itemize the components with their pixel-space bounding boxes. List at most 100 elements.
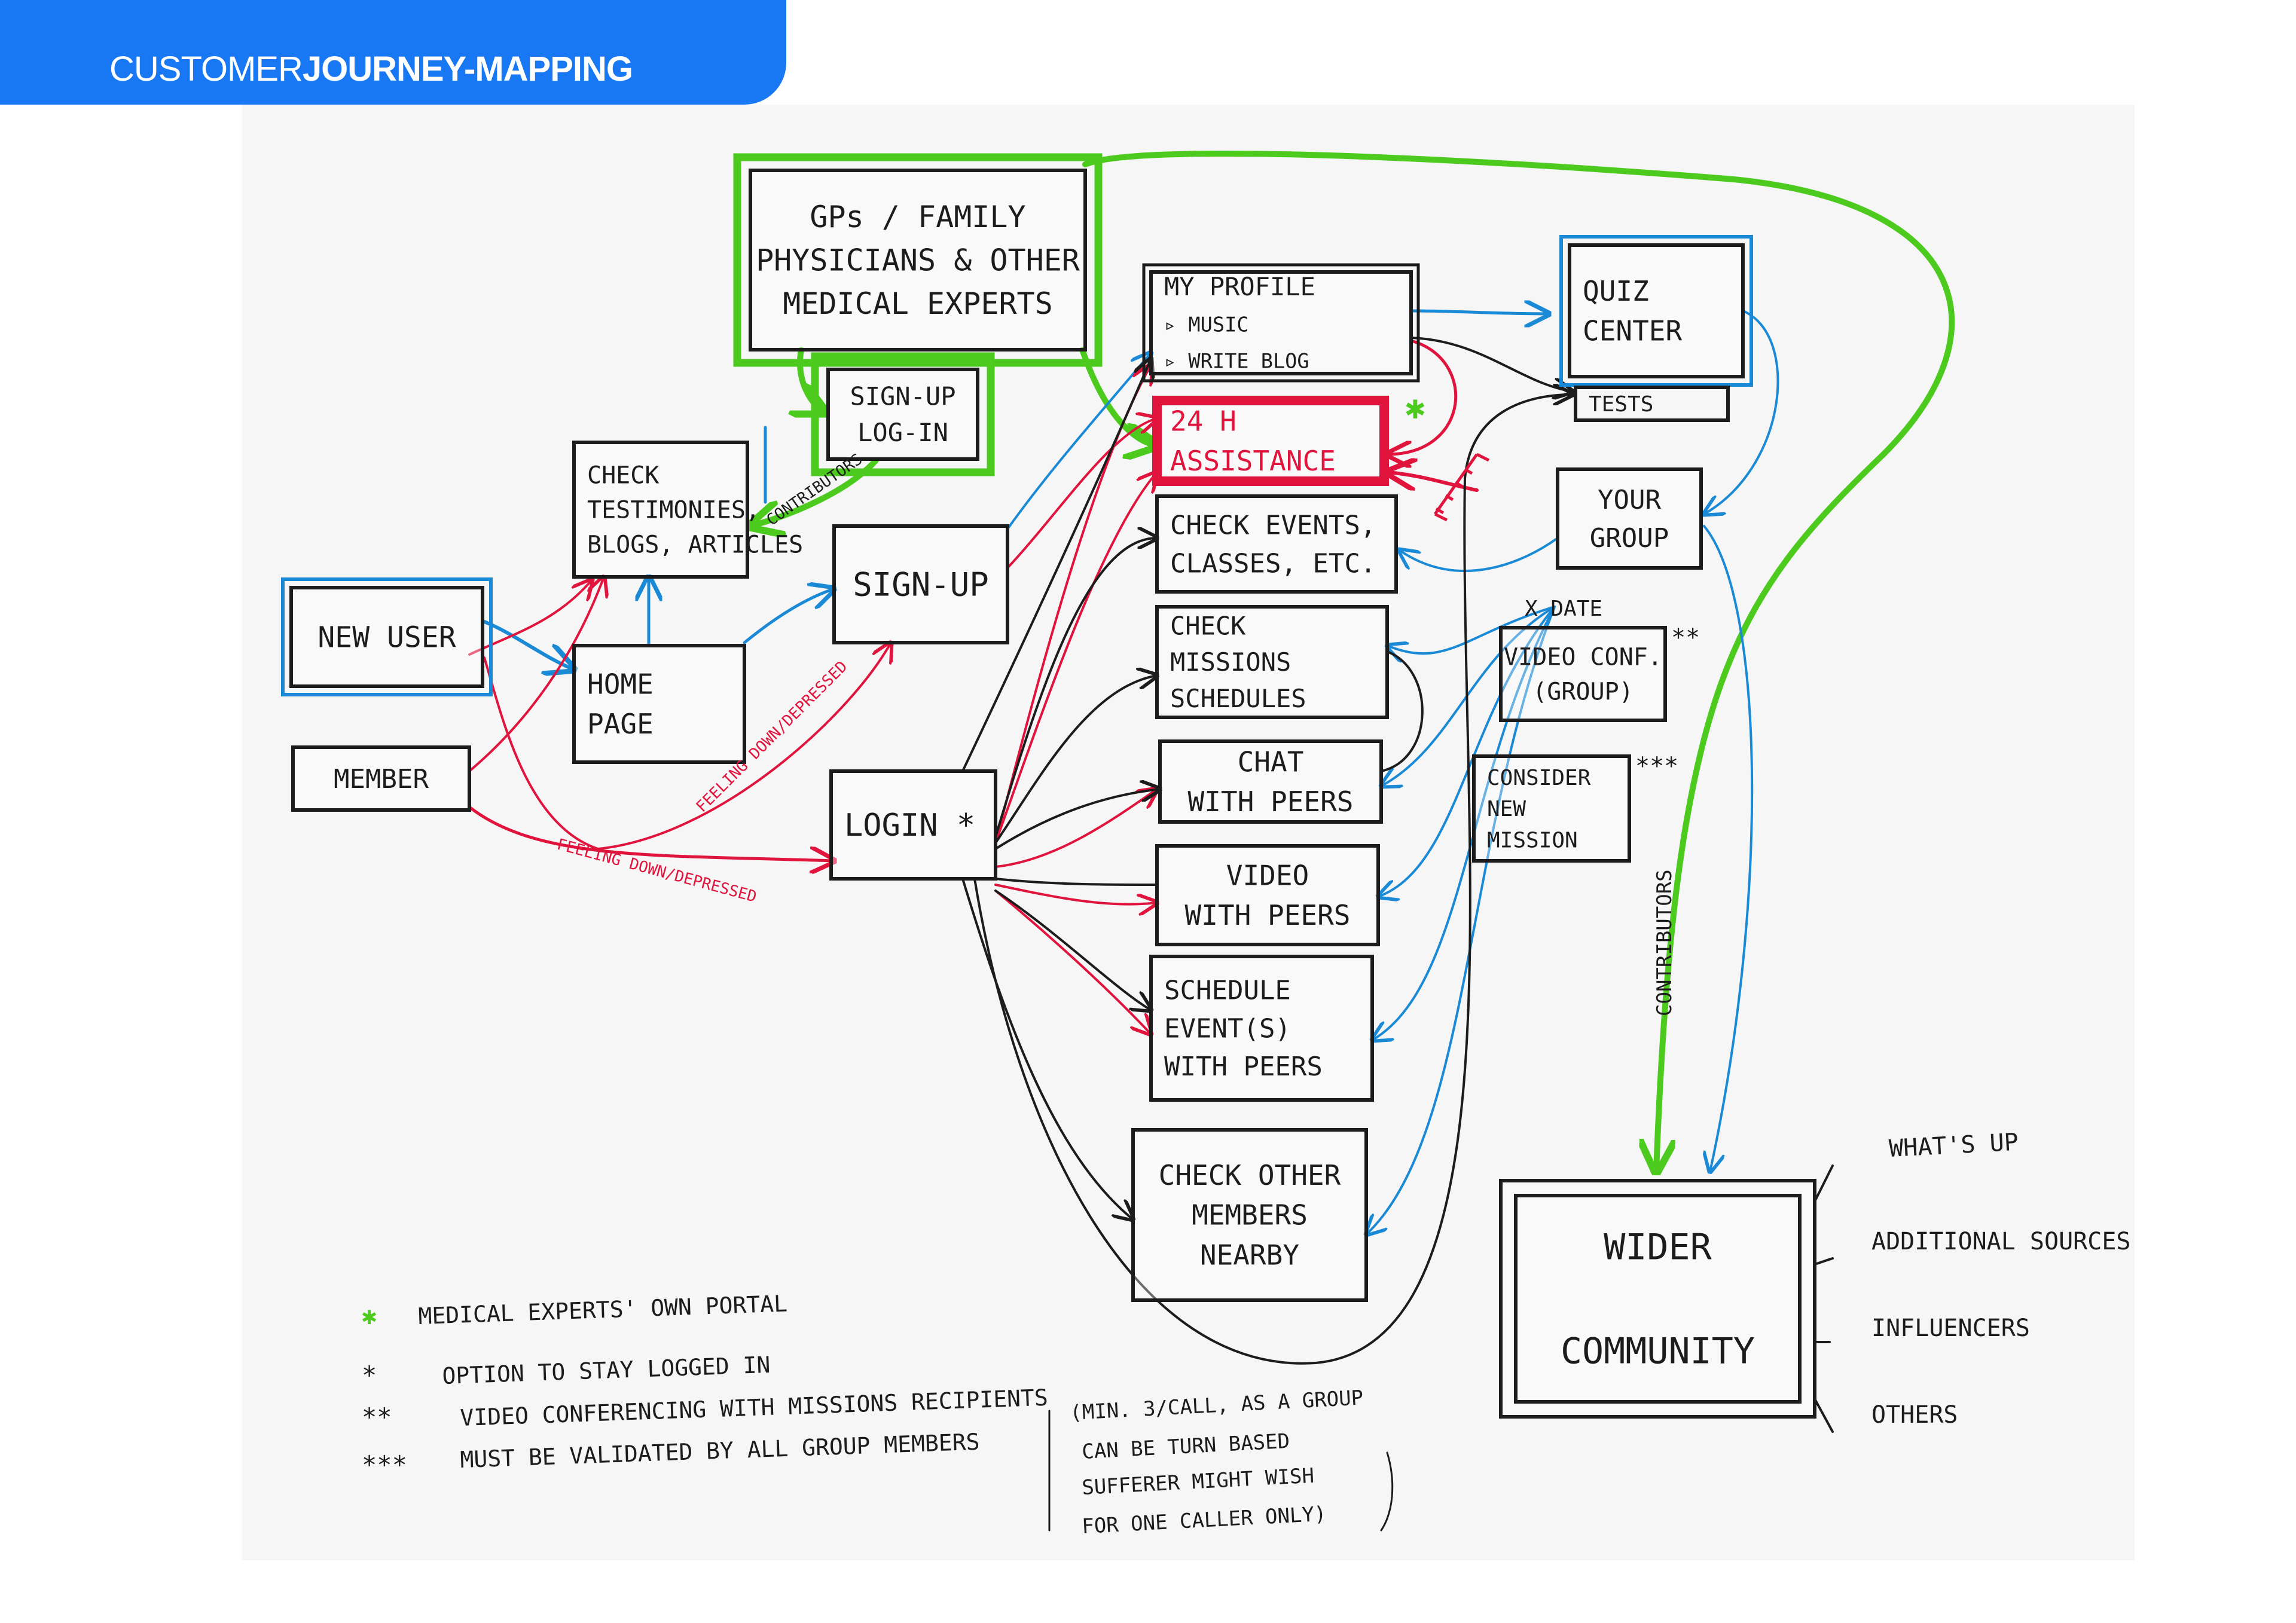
node-sign-up: SIGN-UP	[832, 524, 1009, 644]
connector-ink-31	[994, 538, 1157, 838]
connector-blue-4	[483, 620, 574, 670]
connector-red-26	[994, 884, 1157, 904]
legend-note-line-1: CAN BE TURN BASED	[1081, 1429, 1290, 1464]
node-label: LOG-IN	[857, 418, 948, 447]
node-box	[291, 745, 471, 812]
node-label: LOGIN *	[844, 808, 975, 843]
connector-green-2	[1079, 347, 1157, 445]
node-label: ▹ MUSIC	[1164, 313, 1249, 337]
node-label: VIDEO	[1226, 859, 1309, 891]
node-label: TESTIMONIES,	[587, 497, 760, 524]
sketch-paper	[242, 105, 2135, 1560]
node-box	[1499, 1179, 1816, 1419]
node-signup-login-experts: SIGN-UP LOG-IN	[811, 352, 995, 476]
node-box	[1155, 844, 1380, 946]
legend-note-line-0: (MIN. 3/CALL, AS A GROUP	[1069, 1386, 1364, 1425]
node-label: SCHEDULES	[1170, 684, 1306, 713]
legend-symbol-1: *	[362, 1361, 377, 1390]
legend-note-line-2: SUFFERER MIGHT WISH	[1081, 1464, 1314, 1500]
node-box	[572, 644, 746, 764]
connector-blue-6	[743, 589, 834, 644]
node-login: LOGIN *	[829, 769, 997, 881]
connector-blue-11	[1704, 525, 1754, 1172]
connector-red-21	[483, 643, 891, 851]
connector-red-23	[994, 365, 1151, 844]
community-branch-1: ADDITIONAL SOURCES	[1871, 1228, 2130, 1255]
legend-symbol-3: ***	[362, 1450, 407, 1480]
header-banner: CUSTOMERJOURNEY-MAPPING	[0, 0, 786, 105]
node-new-user: NEW USER	[281, 577, 493, 696]
node-box	[289, 586, 484, 688]
connector-blue-8	[1006, 353, 1151, 530]
node-label: EVENT(S)	[1164, 1013, 1291, 1044]
node-box	[572, 441, 749, 579]
node-note: X DATE	[1525, 597, 1602, 621]
connector-ink-34	[994, 878, 1158, 886]
legend-symbol-0: ✱	[362, 1301, 377, 1330]
node-label: SIGN-UP	[850, 381, 955, 411]
node-box	[1149, 270, 1413, 375]
connector-ink-37	[973, 395, 1573, 1365]
node-box	[1556, 467, 1703, 570]
node-box	[1568, 243, 1745, 378]
highlight-outline	[1559, 235, 1753, 387]
node-label: 24 H	[1170, 405, 1236, 437]
community-branch-2: INFLUENCERS	[1871, 1315, 2030, 1342]
connector-red-29	[1387, 472, 1479, 492]
contributors-label-right: CONTRIBUTORS	[1653, 869, 1677, 1016]
node-label: CHECK EVENTS,	[1170, 511, 1376, 541]
node-box	[1499, 626, 1667, 722]
connector-ink-45	[1380, 1451, 1394, 1532]
connector-red-18	[468, 580, 592, 656]
node-box	[1131, 1128, 1368, 1302]
connector-red-22	[1006, 418, 1157, 569]
node-label: VIDEO CONF.	[1504, 644, 1662, 671]
connector-red-28	[1387, 339, 1458, 454]
community-branch-0: WHAT'S UP	[1888, 1129, 2019, 1163]
node-label: GROUP	[1590, 523, 1669, 554]
page-title-light: CUSTOMER	[109, 50, 303, 88]
node-label: CENTER	[1583, 314, 1682, 347]
node-label: SCHEDULE	[1164, 976, 1291, 1006]
node-label: CONSIDER	[1487, 766, 1591, 790]
node-box	[1472, 754, 1631, 863]
connector-blue-15	[1378, 606, 1556, 897]
connector-blue-13	[1387, 606, 1556, 653]
connector-blue-16	[1372, 606, 1556, 1040]
connector-ink-41	[1813, 1257, 1834, 1266]
node-box	[826, 368, 979, 461]
connector-blue-14	[1381, 606, 1556, 786]
connector-ink-35	[994, 890, 1151, 1010]
node-box	[832, 524, 1009, 644]
node-tests: TESTS	[1574, 386, 1730, 422]
highlight-outline	[733, 153, 1103, 367]
legend-text-3: MUST BE VALIDATED BY ALL GROUP MEMBERS	[460, 1429, 980, 1473]
node-box	[1155, 605, 1389, 719]
connector-red-20	[468, 805, 834, 861]
legend-text-2: VIDEO CONFERENCING WITH MISSIONS RECIPIE…	[460, 1384, 1049, 1431]
node-box	[829, 769, 997, 881]
node-label: MEDICAL EXPERTS	[783, 286, 1053, 321]
node-box	[1149, 955, 1374, 1102]
node-label: NEW USER	[317, 621, 456, 654]
connector-ink-40	[1813, 1164, 1834, 1203]
page-title-bold: JOURNEY-MAPPING	[302, 50, 633, 88]
node-label: MEMBER	[334, 764, 429, 794]
node-label: WITH PEERS	[1164, 1052, 1323, 1082]
connector-ink-38	[1410, 337, 1573, 392]
node-label: WITH PEERS	[1188, 785, 1354, 818]
node-label: CLASSES, ETC.	[1170, 548, 1376, 579]
node-label: CHECK OTHER	[1159, 1159, 1341, 1191]
connector-ink-32	[994, 676, 1157, 844]
connector-red-19	[468, 577, 604, 772]
node-box	[1155, 494, 1398, 594]
legend-symbol-2: **	[362, 1402, 392, 1432]
